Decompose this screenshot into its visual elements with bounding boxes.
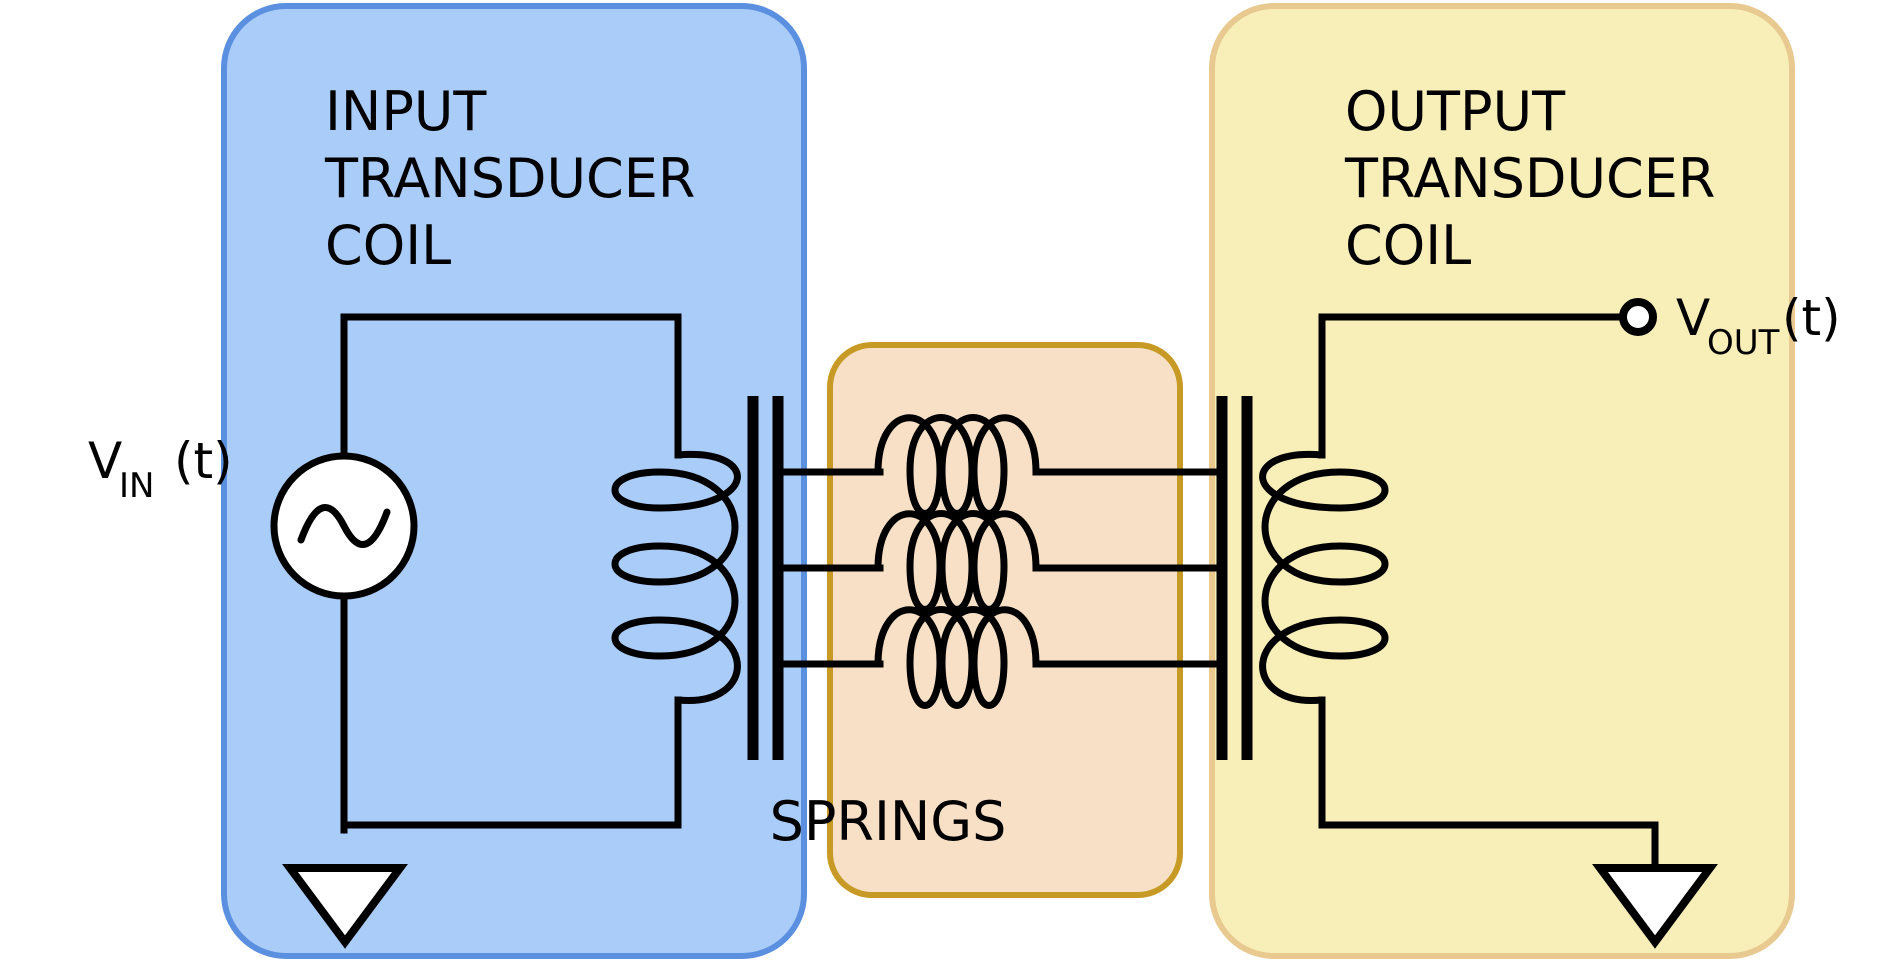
output-circuit-wires bbox=[1318, 313, 1659, 872]
v-in-base: V bbox=[88, 432, 122, 490]
input-circuit-wires bbox=[340, 313, 682, 834]
right-plate-spring-leads bbox=[1122, 468, 1226, 668]
spring-coil-1 bbox=[874, 414, 1132, 517]
input-block-label-line3: COIL bbox=[325, 214, 451, 277]
spring-coil-2 bbox=[874, 510, 1132, 613]
input-transducer-coil bbox=[611, 450, 741, 704]
spring-coil-3 bbox=[874, 606, 1132, 709]
output-terminal-node bbox=[1619, 298, 1657, 336]
output-transducer-coil bbox=[1259, 450, 1389, 704]
sine-wave-icon bbox=[297, 504, 391, 548]
v-out-subscript: OUT bbox=[1707, 323, 1780, 363]
left-plate-spring-leads bbox=[774, 468, 884, 668]
output-transducer-block bbox=[1209, 3, 1795, 959]
v-out-label: V OUT (t) bbox=[1676, 289, 1841, 363]
springs-block bbox=[827, 342, 1183, 898]
v-out-base: V bbox=[1676, 289, 1710, 347]
springs-block-label: SPRINGS bbox=[770, 790, 1007, 853]
v-in-subscript: IN bbox=[119, 466, 154, 506]
output-block-label-line2: TRANSDUCER bbox=[1344, 147, 1715, 210]
input-transducer-block bbox=[221, 3, 807, 959]
output-block-label-line1: OUTPUT bbox=[1345, 80, 1566, 143]
spring-coils-group bbox=[874, 414, 1132, 709]
ground-symbol-output bbox=[1592, 864, 1718, 949]
output-block-label-line3: COIL bbox=[1345, 214, 1471, 277]
ground-symbol-input bbox=[282, 864, 408, 949]
input-block-label-line1: INPUT bbox=[325, 80, 487, 143]
right-plate-pair bbox=[1216, 396, 1253, 760]
v-in-arg: (t) bbox=[174, 432, 233, 490]
left-plate-pair bbox=[747, 396, 784, 760]
input-block-label-line2: TRANSDUCER bbox=[324, 147, 695, 210]
v-in-label: V IN (t) bbox=[88, 432, 233, 506]
v-out-arg: (t) bbox=[1782, 289, 1841, 347]
